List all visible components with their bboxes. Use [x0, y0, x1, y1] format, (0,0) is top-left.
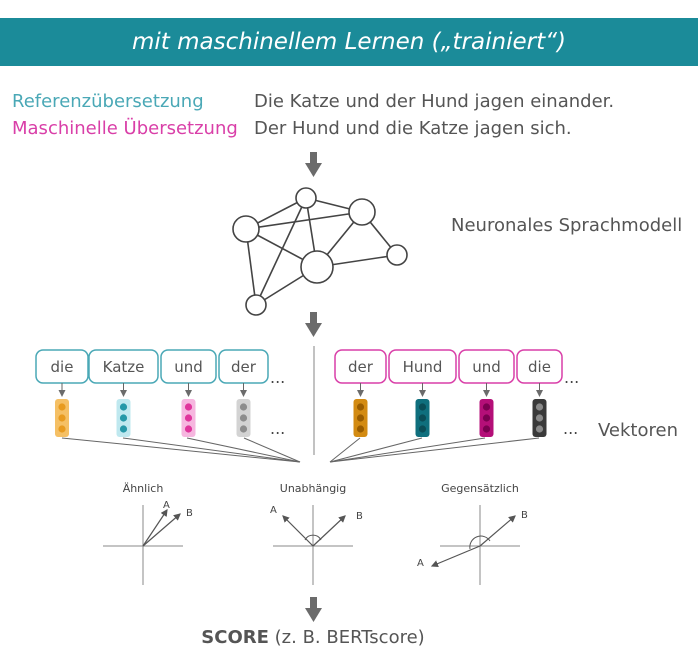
machine-text: Der Hund und die Katze jagen sich. — [254, 118, 572, 139]
machine-token-label: Hund — [403, 358, 443, 376]
flow-arrow-2 — [305, 312, 322, 337]
neural-network-icon — [232, 187, 408, 316]
machine-token-label: und — [472, 358, 501, 376]
machine-vector-dot — [418, 425, 427, 433]
machine-vector-dot — [418, 403, 427, 411]
reference-vector-dot — [58, 425, 66, 433]
machine-vector-ellipsis: ... — [563, 419, 578, 438]
machine-token-group: der Hund und die — [334, 349, 563, 437]
machine-vector-dot — [535, 414, 544, 422]
reference-token-ellipsis: ... — [270, 368, 285, 387]
reference-vector-dot — [58, 414, 66, 422]
reference-vector-dot — [119, 403, 128, 411]
machine-vector-dot — [535, 425, 544, 433]
header-title: mit maschinellem Lernen („trainiert“) — [132, 29, 566, 55]
similar-title: Ähnlich — [123, 482, 164, 495]
reference-vector-dot — [184, 425, 193, 433]
machine-token-label: die — [528, 358, 551, 376]
reference-token-label: und — [174, 358, 203, 376]
machine-vector-dot — [535, 403, 544, 411]
reference-vector-ellipsis: ... — [270, 419, 285, 438]
score-text: SCORE (z. B. BERTscore) — [201, 627, 424, 648]
vectors-label: Vektoren — [598, 420, 678, 441]
similarity-opposite: Gegensätzlich A B — [417, 482, 528, 585]
opposite-label-b: B — [521, 510, 528, 521]
reference-vector-dot — [239, 403, 248, 411]
reference-token-label: Katze — [103, 358, 145, 376]
machine-token-ellipsis: ... — [564, 368, 579, 387]
machine-vector-dot — [418, 414, 427, 422]
machine-token-label: der — [348, 358, 374, 376]
machine-vector-dot — [356, 414, 365, 422]
machine-vector-dot — [356, 403, 365, 411]
independent-title: Unabhängig — [280, 482, 346, 495]
reference-token-label: der — [231, 358, 257, 376]
reference-label: Referenzübersetzung — [12, 91, 204, 112]
reference-vector-dot — [184, 414, 193, 422]
header-banner: mit maschinellem Lernen („trainiert“) — [0, 18, 698, 66]
reference-vector-dot — [119, 425, 128, 433]
reference-token-label: die — [51, 358, 74, 376]
reference-vector-dot — [239, 425, 248, 433]
model-label: Neuronales Sprachmodell — [451, 215, 682, 236]
score-strong: SCORE — [201, 627, 269, 648]
reference-text: Die Katze und der Hund jagen einander. — [254, 91, 614, 112]
independent-label-b: B — [356, 511, 363, 522]
machine-vector-dot — [482, 403, 491, 411]
machine-vector-dot — [482, 414, 491, 422]
similarity-similar: Ähnlich A B — [103, 482, 193, 585]
flow-arrow-1 — [305, 152, 322, 177]
flow-arrow-3 — [305, 597, 322, 622]
reference-vector-dot — [119, 414, 128, 422]
reference-token-group: die Katze und der — [35, 349, 269, 437]
score-rest: (z. B. BERTscore) — [269, 627, 425, 648]
similarity-independent: Unabhängig A B — [270, 482, 363, 585]
fan-lines — [61, 437, 540, 463]
reference-vector-dot — [239, 414, 248, 422]
reference-vector-dot — [58, 403, 66, 411]
similar-label-b: B — [186, 508, 193, 519]
machine-vector-dot — [482, 425, 491, 433]
opposite-label-a: A — [417, 558, 424, 569]
machine-vector-dot — [356, 425, 365, 433]
similar-label-a: A — [163, 500, 170, 511]
machine-label: Maschinelle Übersetzung — [12, 117, 238, 139]
independent-label-a: A — [270, 505, 277, 516]
opposite-title: Gegensätzlich — [441, 482, 519, 495]
reference-vector-dot — [184, 403, 193, 411]
